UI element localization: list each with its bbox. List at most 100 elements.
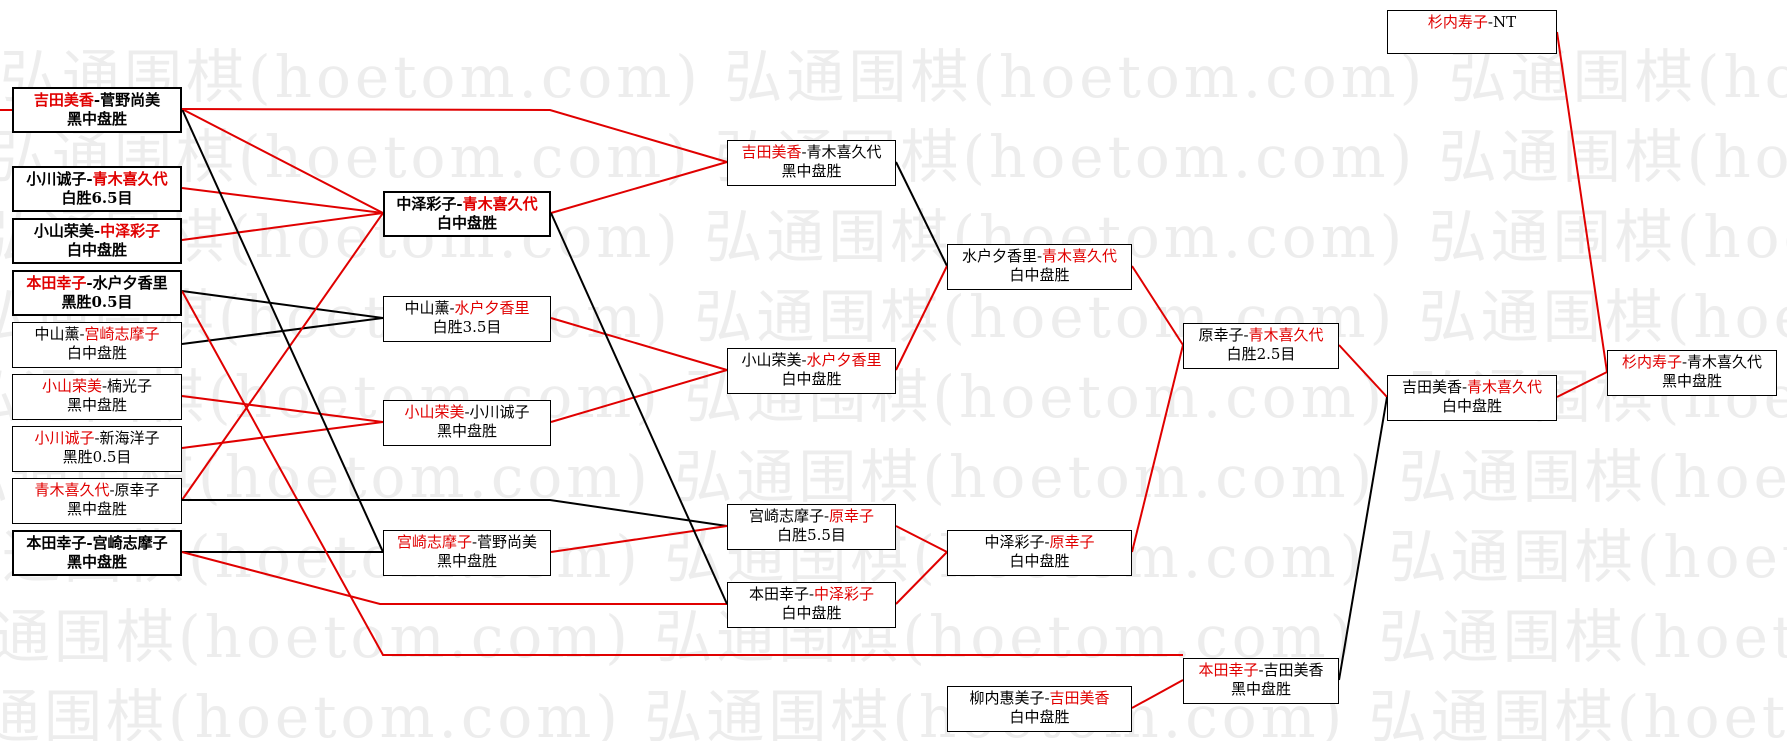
- connector: [182, 499, 728, 527]
- match-box: 吉田美香-青木喜久代 黑中盘胜: [727, 140, 896, 186]
- separator: -: [1258, 661, 1264, 679]
- match-result: 白中盘胜: [781, 604, 842, 622]
- match-box: 水户夕香里-青木喜久代 白中盘胜: [947, 244, 1132, 290]
- player-name: 小山荣美: [41, 377, 102, 395]
- player-name: 青木喜久代: [1467, 378, 1543, 396]
- player-name: 吉田美香: [1263, 661, 1324, 679]
- player-name: 原幸子: [829, 507, 875, 525]
- player-name: 吉田美香: [1049, 689, 1110, 707]
- separator: -: [1044, 533, 1050, 551]
- player-name: 小山荣美: [33, 222, 94, 240]
- player-name: 杉内寿子: [1427, 13, 1488, 31]
- connector: [1556, 31, 1608, 373]
- match-box: 本田幸子-吉田美香 黑中盘胜: [1183, 658, 1339, 704]
- player-name: 柳内惠美子: [969, 689, 1045, 707]
- player-name: 小川诚子: [469, 403, 530, 421]
- player-name: 吉田美香: [33, 91, 94, 109]
- match-result: 黑胜0.5目: [62, 448, 132, 466]
- match-result: 白中盘胜: [66, 344, 127, 362]
- player-name: 本田幸子: [1198, 661, 1259, 679]
- player-name: 中泽彩子: [984, 533, 1045, 551]
- connector: [1131, 265, 1184, 346]
- player-name: 水户夕香里: [961, 247, 1037, 265]
- connector: [1556, 371, 1608, 398]
- player-name: 小山荣美: [404, 403, 465, 421]
- separator: -: [823, 507, 830, 525]
- connector: [550, 161, 728, 214]
- separator: -: [471, 533, 478, 551]
- connector: [895, 551, 948, 605]
- connector: [181, 290, 1183, 656]
- match-result: 白中盘胜: [436, 214, 497, 232]
- separator: -: [1487, 13, 1493, 31]
- match-box: 吉田美香-青木喜久代 白中盘胜: [1387, 375, 1557, 421]
- separator: -: [464, 403, 470, 421]
- match-box: 小川诚子-新海洋子 黑胜0.5目: [12, 426, 182, 472]
- player-name: 中山薰: [404, 299, 450, 317]
- player-name: 本田幸子: [26, 274, 87, 292]
- match-result: 白胜2.5目: [1226, 345, 1296, 363]
- connector: [181, 108, 384, 553]
- connector: [181, 187, 384, 214]
- separator: -: [94, 429, 100, 447]
- match-result: 白中盘胜: [1441, 397, 1502, 415]
- separator: -: [801, 143, 807, 161]
- player-name: 本田幸子: [26, 534, 87, 552]
- player-name: 青木喜久代: [1687, 353, 1763, 371]
- connector: [1338, 344, 1388, 398]
- match-result: 黑胜0.5目: [61, 293, 133, 311]
- match-result: 白中盘胜: [1009, 552, 1070, 570]
- player-name: 中泽彩子: [100, 222, 161, 240]
- player-name: 新海洋子: [99, 429, 160, 447]
- connector: [550, 212, 728, 605]
- match-box: 小山荣美-水户夕香里 白中盘胜: [727, 348, 896, 394]
- match-box: 小山荣美-小川诚子 黑中盘胜: [383, 400, 551, 446]
- connector: [181, 551, 727, 605]
- connector: [181, 212, 384, 501]
- match-box: 小山荣美-楠光子 黑中盘胜: [12, 374, 182, 420]
- separator: -: [86, 534, 93, 552]
- match-box: 宫崎志摩子-原幸子 白胜5.5目: [727, 504, 896, 550]
- connector: [181, 395, 384, 423]
- match-result: 黑中盘胜: [66, 110, 127, 128]
- player-name: 青木喜久代: [34, 481, 110, 499]
- connector: [550, 369, 728, 423]
- match-box: 杉内寿子-NT: [1387, 10, 1557, 54]
- match-result: 黑中盘胜: [436, 422, 497, 440]
- connector: [550, 525, 728, 553]
- match-result: 白中盘胜: [1009, 266, 1070, 284]
- match-box: 中山薰-宫崎志摩子 白中盘胜: [12, 322, 182, 368]
- match-box: 小山荣美-中泽彩子 白中盘胜: [12, 218, 182, 264]
- match-box-final: 杉内寿子-青木喜久代 黑中盘胜: [1607, 350, 1777, 396]
- match-result: 黑中盘胜: [436, 552, 497, 570]
- separator: -: [101, 377, 108, 395]
- match-result: 黑中盘胜: [66, 500, 127, 518]
- player-name: 原幸子: [1049, 533, 1095, 551]
- match-box: 中泽彩子-青木喜久代 白中盘胜: [383, 191, 551, 237]
- separator: -: [456, 195, 463, 213]
- connector: [181, 212, 384, 241]
- player-name: 宫崎志摩子: [396, 533, 472, 551]
- player-name: 中山薰: [34, 325, 80, 343]
- player-name: 青木喜久代: [806, 143, 882, 161]
- match-box: 原幸子-青木喜久代 白胜2.5目: [1183, 323, 1339, 369]
- player-name: 青木喜久代: [462, 195, 538, 213]
- match-result: 黑中盘胜: [66, 396, 127, 414]
- separator: -: [79, 325, 85, 343]
- player-name: 水户夕香里: [92, 274, 168, 292]
- player-name: 原幸子: [1198, 326, 1244, 344]
- separator: -: [449, 299, 455, 317]
- connector: [895, 161, 948, 267]
- player-name: 青木喜久代: [1042, 247, 1118, 265]
- connector: [895, 265, 948, 371]
- connector: [181, 108, 384, 214]
- player-name: 小川诚子: [26, 170, 87, 188]
- separator: -: [93, 222, 101, 240]
- player-name: 宫崎志摩子: [748, 507, 824, 525]
- match-box: 中泽彩子-原幸子 白中盘胜: [947, 530, 1132, 576]
- match-box: 本田幸子-中泽彩子 白中盘胜: [727, 582, 896, 628]
- connector: [1338, 396, 1388, 681]
- match-box: 吉田美香-菅野尚美 黑中盘胜: [12, 87, 182, 133]
